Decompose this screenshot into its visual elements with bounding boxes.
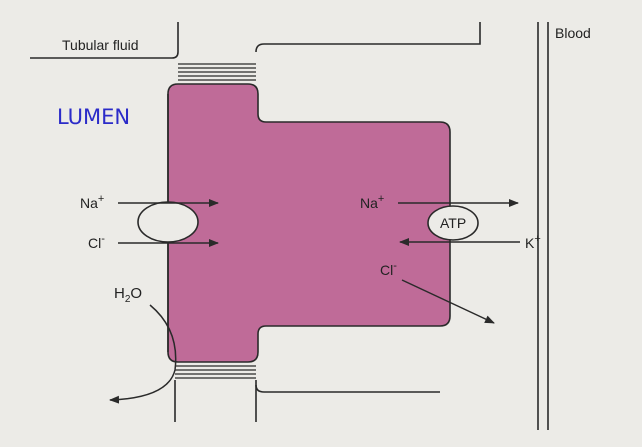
upper-right-cell-outline — [255, 22, 481, 53]
tight-junction-bottom — [175, 365, 256, 379]
k-right-label: K+ — [525, 233, 541, 251]
atp-label: ATP — [440, 215, 466, 231]
atp-pump — [427, 205, 479, 241]
na-right-label: Na+ — [360, 193, 384, 211]
tight-junction-top — [178, 63, 256, 81]
h2o-label: H2O — [114, 285, 142, 305]
upper-left-cell-outline — [30, 22, 179, 59]
tubular-fluid-label: Tubular fluid — [62, 37, 139, 53]
cl-right-arrow — [401, 279, 495, 324]
na-cl-cotransporter — [137, 201, 199, 243]
epithelial-cell — [167, 83, 451, 363]
cl-right-label: Cl- — [380, 260, 397, 278]
cl-left-label: Cl- — [88, 233, 105, 251]
na-left-label: Na+ — [80, 193, 104, 211]
h2o-arrow — [109, 304, 177, 404]
blood-label: Blood — [555, 25, 591, 41]
lumen-label: LUMEN — [57, 105, 130, 129]
